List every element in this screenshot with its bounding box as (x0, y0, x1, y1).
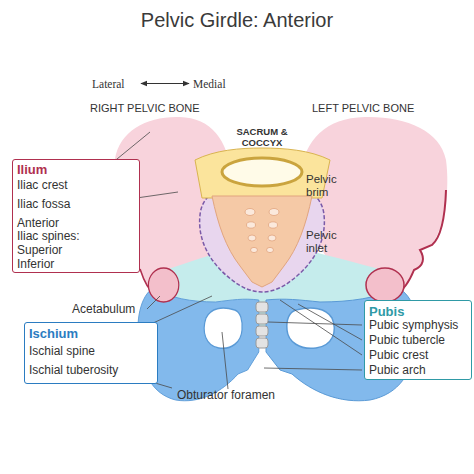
sacral-foramen (247, 222, 256, 228)
sacral-foramina (245, 209, 279, 253)
label-box: IschiumIschial spineIschial tuberosity (24, 322, 158, 384)
box-heading: Pubis (369, 305, 404, 318)
part-label: Obturator foramen (177, 388, 275, 402)
box-heading: Ischium (29, 327, 78, 340)
label-box: PubisPubic symphysisPubic tuberclePubic … (364, 300, 472, 380)
sacral-foramen (248, 235, 256, 241)
sacral-foramen (245, 209, 255, 216)
sacral-foramen (267, 247, 274, 252)
leader-line (222, 332, 228, 389)
sacral-foramen (269, 222, 278, 228)
part-name: Pubic crest (369, 349, 428, 362)
box-heading: Ilium (17, 163, 47, 176)
part-label: Pelvic inlet (306, 229, 346, 255)
part-label: Lateral (92, 77, 125, 91)
part-label: Medial (193, 77, 226, 91)
direction-arrow (141, 83, 189, 84)
part-name: Anterior Iliac spines: (17, 217, 81, 243)
symphysis-segment (256, 302, 268, 312)
sacrum-coccyx (212, 196, 312, 287)
sacral-foramen (251, 247, 258, 252)
symphysis-segment (256, 338, 268, 348)
part-label: LEFT PELVIC BONE (312, 102, 414, 115)
part-name: Inferior (17, 258, 54, 271)
part-name: Pubic tubercle (369, 334, 445, 347)
part-label: Pelvic brim (306, 173, 346, 199)
pelvic-inlet-area (200, 182, 325, 292)
part-name: Iliac fossa (17, 198, 70, 211)
part-name: Pubic arch (369, 364, 426, 377)
leader-line (298, 304, 362, 340)
part-name: Pubic symphysis (369, 319, 458, 332)
part-name: Ischial spine (29, 345, 95, 358)
symphysis-segment (256, 326, 268, 336)
part-name: Iliac crest (17, 179, 68, 192)
leader-line (280, 300, 362, 355)
sacral-foramen (269, 209, 279, 216)
part-name: Superior (17, 244, 62, 257)
sacral-body (222, 158, 302, 186)
diagram-title: Pelvic Girdle: Anterior (0, 9, 474, 32)
symphysis-segment (256, 314, 268, 324)
sacral-foramen (268, 235, 276, 241)
leader-line (264, 368, 362, 370)
part-label: Acetabulum (72, 302, 135, 316)
part-name: Ischial tuberosity (29, 364, 118, 377)
leader-line (147, 296, 160, 309)
label-box: IliumIliac crestIliac fossaAnterior Ilia… (12, 159, 140, 273)
part-label: RIGHT PELVIC BONE (90, 102, 200, 115)
part-label: SACRUM & COCCYX (222, 126, 302, 148)
pubic-symphysis-disc (256, 302, 268, 348)
